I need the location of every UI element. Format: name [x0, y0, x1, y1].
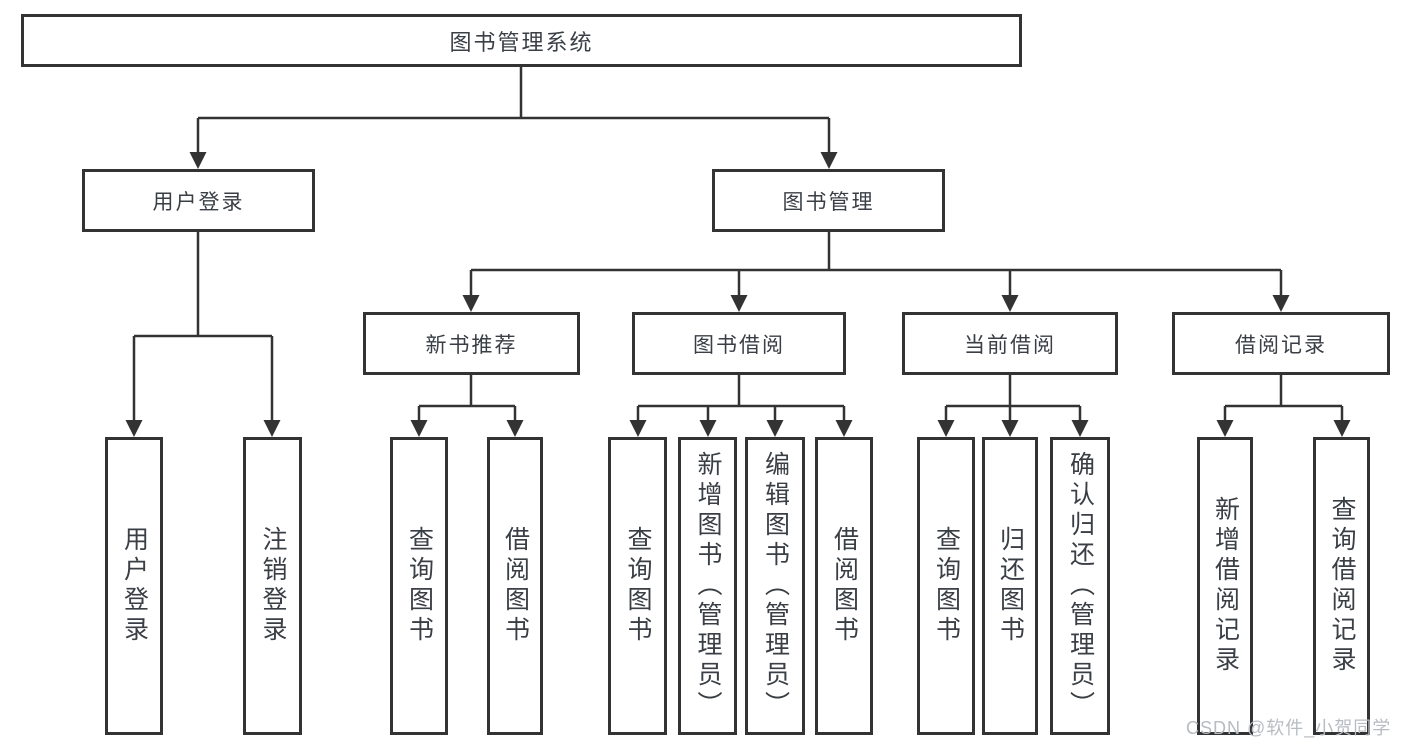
- node-label: 查询借阅记录: [1328, 496, 1356, 676]
- node-label: 新增借阅记录: [1211, 496, 1240, 676]
- node-label: 图书借阅: [693, 333, 785, 357]
- node-label: 新书推荐: [425, 333, 518, 357]
- node-label: 借阅记录: [1235, 333, 1327, 357]
- node-label: 用户登录: [120, 526, 149, 646]
- node-label: 新增图书（管理员）: [694, 451, 722, 721]
- leaf-borrow-query-books: 查询图书: [608, 437, 667, 735]
- leaf-borrow-edit-books-admin: 编辑图书（管理员）: [745, 437, 805, 735]
- leaf-recommend-borrow-books: 借阅图书: [487, 437, 543, 735]
- leaf-recommend-query-books: 查询图书: [390, 437, 448, 735]
- csdn-watermark: CSDN @软件_小贺同学: [1186, 718, 1392, 738]
- node-label: 归还图书: [996, 526, 1025, 646]
- node-current-borrow: 当前借阅: [902, 312, 1118, 375]
- node-book-borrow: 图书借阅: [632, 312, 846, 375]
- arrowheads: [125, 152, 1351, 437]
- node-library-management-system: 图书管理系统: [21, 14, 1022, 67]
- node-label: 当前借阅: [964, 333, 1056, 357]
- leaf-borrow-add-books-admin: 新增图书（管理员）: [678, 437, 737, 735]
- node-book-management: 图书管理: [712, 169, 945, 232]
- node-label: 查询图书: [624, 526, 652, 646]
- leaf-logout-login: 注销登录: [243, 437, 302, 735]
- node-new-book-recommend: 新书推荐: [363, 312, 580, 375]
- leaf-current-return-books: 归还图书: [982, 437, 1038, 735]
- node-label: 确认归还（管理员）: [1066, 451, 1095, 721]
- leaf-current-query-books: 查询图书: [917, 437, 975, 735]
- node-label: 查询图书: [932, 526, 961, 646]
- leaf-records-add-record: 新增借阅记录: [1197, 437, 1253, 735]
- node-label: 编辑图书（管理员）: [761, 451, 790, 721]
- leaf-user-login: 用户登录: [105, 437, 163, 735]
- node-label: 查询图书: [405, 526, 434, 646]
- leaf-borrow-borrow-books: 借阅图书: [815, 437, 873, 735]
- node-label: 注销登录: [259, 526, 287, 646]
- node-label: 借阅图书: [501, 526, 530, 646]
- leaf-records-query-record: 查询借阅记录: [1313, 437, 1370, 735]
- node-label: 图书管理: [782, 190, 875, 214]
- node-label: 借阅图书: [830, 526, 859, 646]
- node-label: 图书管理系统: [449, 29, 594, 55]
- node-user-login: 用户登录: [82, 169, 315, 232]
- node-borrow-records: 借阅记录: [1172, 312, 1390, 375]
- node-label: 用户登录: [152, 190, 245, 214]
- leaf-current-confirm-return-admin: 确认归还（管理员）: [1050, 437, 1110, 735]
